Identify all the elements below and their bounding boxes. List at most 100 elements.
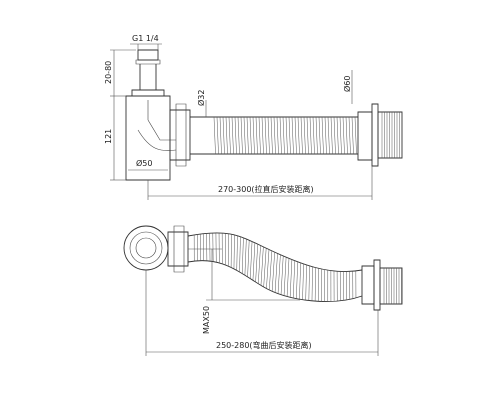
ridge-line xyxy=(213,116,216,155)
ridge-line xyxy=(270,116,273,155)
ridge-line xyxy=(240,116,243,155)
ridge-line xyxy=(297,116,300,155)
ridge-line xyxy=(354,116,357,155)
ridge-line xyxy=(299,262,301,300)
ridge-line xyxy=(234,116,237,155)
ridge-line xyxy=(311,266,313,301)
wall-connector xyxy=(357,111,373,161)
dia60-label: Ø60 xyxy=(342,76,352,92)
ridge-line xyxy=(231,116,234,155)
ridge-line xyxy=(327,116,330,155)
ridge-line xyxy=(280,255,284,295)
ridge-line xyxy=(255,244,258,283)
ridge-line xyxy=(303,116,306,155)
ridge-line xyxy=(351,116,354,155)
ridge-line xyxy=(247,240,250,277)
ridge-line xyxy=(288,116,291,155)
ridge-line xyxy=(236,235,238,271)
ridge-line xyxy=(237,116,240,155)
ridge-line xyxy=(286,258,290,297)
bottle-outer-ring xyxy=(123,225,169,271)
ridge-line xyxy=(258,245,261,284)
side-elevation-view: G1 1/4 20-80 121 Ø32 Ø60 Ø50 270-300(拉直后… xyxy=(104,34,403,200)
ridge-line xyxy=(277,254,281,294)
ridge-line xyxy=(252,242,256,281)
ridge-line xyxy=(289,259,293,298)
connector-thread-plan xyxy=(383,268,402,304)
ridge-line xyxy=(241,237,244,274)
ridge-line xyxy=(222,116,225,155)
height-121-label: 121 xyxy=(104,129,113,144)
ridge-line xyxy=(228,116,231,155)
bottle-trap-body xyxy=(125,95,171,181)
max50-label: MAX50 xyxy=(202,306,211,334)
ridge-line xyxy=(239,236,241,272)
ridge-line xyxy=(336,116,339,155)
ridge-line xyxy=(305,264,307,301)
ridge-line xyxy=(258,116,261,155)
ridge-line xyxy=(330,116,333,155)
ridge-line xyxy=(282,116,285,155)
ridge-line xyxy=(333,116,336,155)
thread-label: G1 1/4 xyxy=(132,34,159,43)
ridge-line xyxy=(291,116,294,155)
pipe-ridges xyxy=(213,116,357,155)
ridge-line xyxy=(246,116,249,155)
ridge-line xyxy=(342,116,345,155)
ridge-line xyxy=(264,116,267,155)
ridge-line xyxy=(300,116,303,155)
ridge-line xyxy=(271,252,275,292)
ridge-line xyxy=(249,116,252,155)
ridge-line xyxy=(312,116,315,155)
ridge-line xyxy=(266,249,270,289)
outlet-nut-plan xyxy=(167,231,189,267)
ridge-line xyxy=(274,253,278,293)
ridge-line xyxy=(348,116,351,155)
ridge-line xyxy=(321,116,324,155)
ridge-line xyxy=(339,116,342,155)
ridge-line xyxy=(269,250,273,290)
straight-length-label: 270-300(拉直后安装距离) xyxy=(218,184,314,194)
thread-fitting xyxy=(137,49,159,61)
ridge-line xyxy=(302,263,304,300)
ridge-line xyxy=(318,116,321,155)
ridge-line xyxy=(243,116,246,155)
ridge-line xyxy=(233,234,235,269)
ridge-line xyxy=(279,116,282,155)
ridge-line xyxy=(216,116,219,155)
ridge-line xyxy=(285,116,288,155)
adjust-height-label: 20-80 xyxy=(104,61,113,84)
outlet-nut xyxy=(169,109,191,161)
ridge-line xyxy=(250,241,253,279)
ridge-line xyxy=(308,265,310,301)
plan-view: MAX50 250-280(弯曲后安装距离) xyxy=(123,225,403,356)
ridge-line xyxy=(306,116,309,155)
ridge-line xyxy=(225,116,228,155)
ridge-line xyxy=(296,261,298,299)
ridge-line xyxy=(261,116,264,155)
ridge-line xyxy=(294,116,297,155)
ridge-line xyxy=(219,116,222,155)
vertical-tube xyxy=(139,64,157,90)
connector-thread xyxy=(381,112,400,158)
ridge-line xyxy=(273,116,276,155)
ridge-line xyxy=(315,116,318,155)
bent-corrugated-pipe xyxy=(187,232,363,273)
bent-length-label: 250-280(弯曲后安装距离) xyxy=(216,340,312,350)
ridge-line xyxy=(276,116,279,155)
ridge-line xyxy=(283,257,287,296)
ridge-line xyxy=(255,116,258,155)
ridge-line xyxy=(324,116,327,155)
ridge-line xyxy=(263,248,267,288)
ridge-line xyxy=(244,238,247,276)
ridge-line xyxy=(252,116,255,155)
wall-connector-plan xyxy=(361,265,375,305)
bent-pipe-ridges xyxy=(193,232,357,302)
ridge-line xyxy=(309,116,312,155)
dia32-label: Ø32 xyxy=(196,90,206,106)
dia50-label: Ø50 xyxy=(136,158,152,168)
ridge-line xyxy=(292,260,296,298)
ridge-line xyxy=(267,116,270,155)
ridge-line xyxy=(345,116,348,155)
